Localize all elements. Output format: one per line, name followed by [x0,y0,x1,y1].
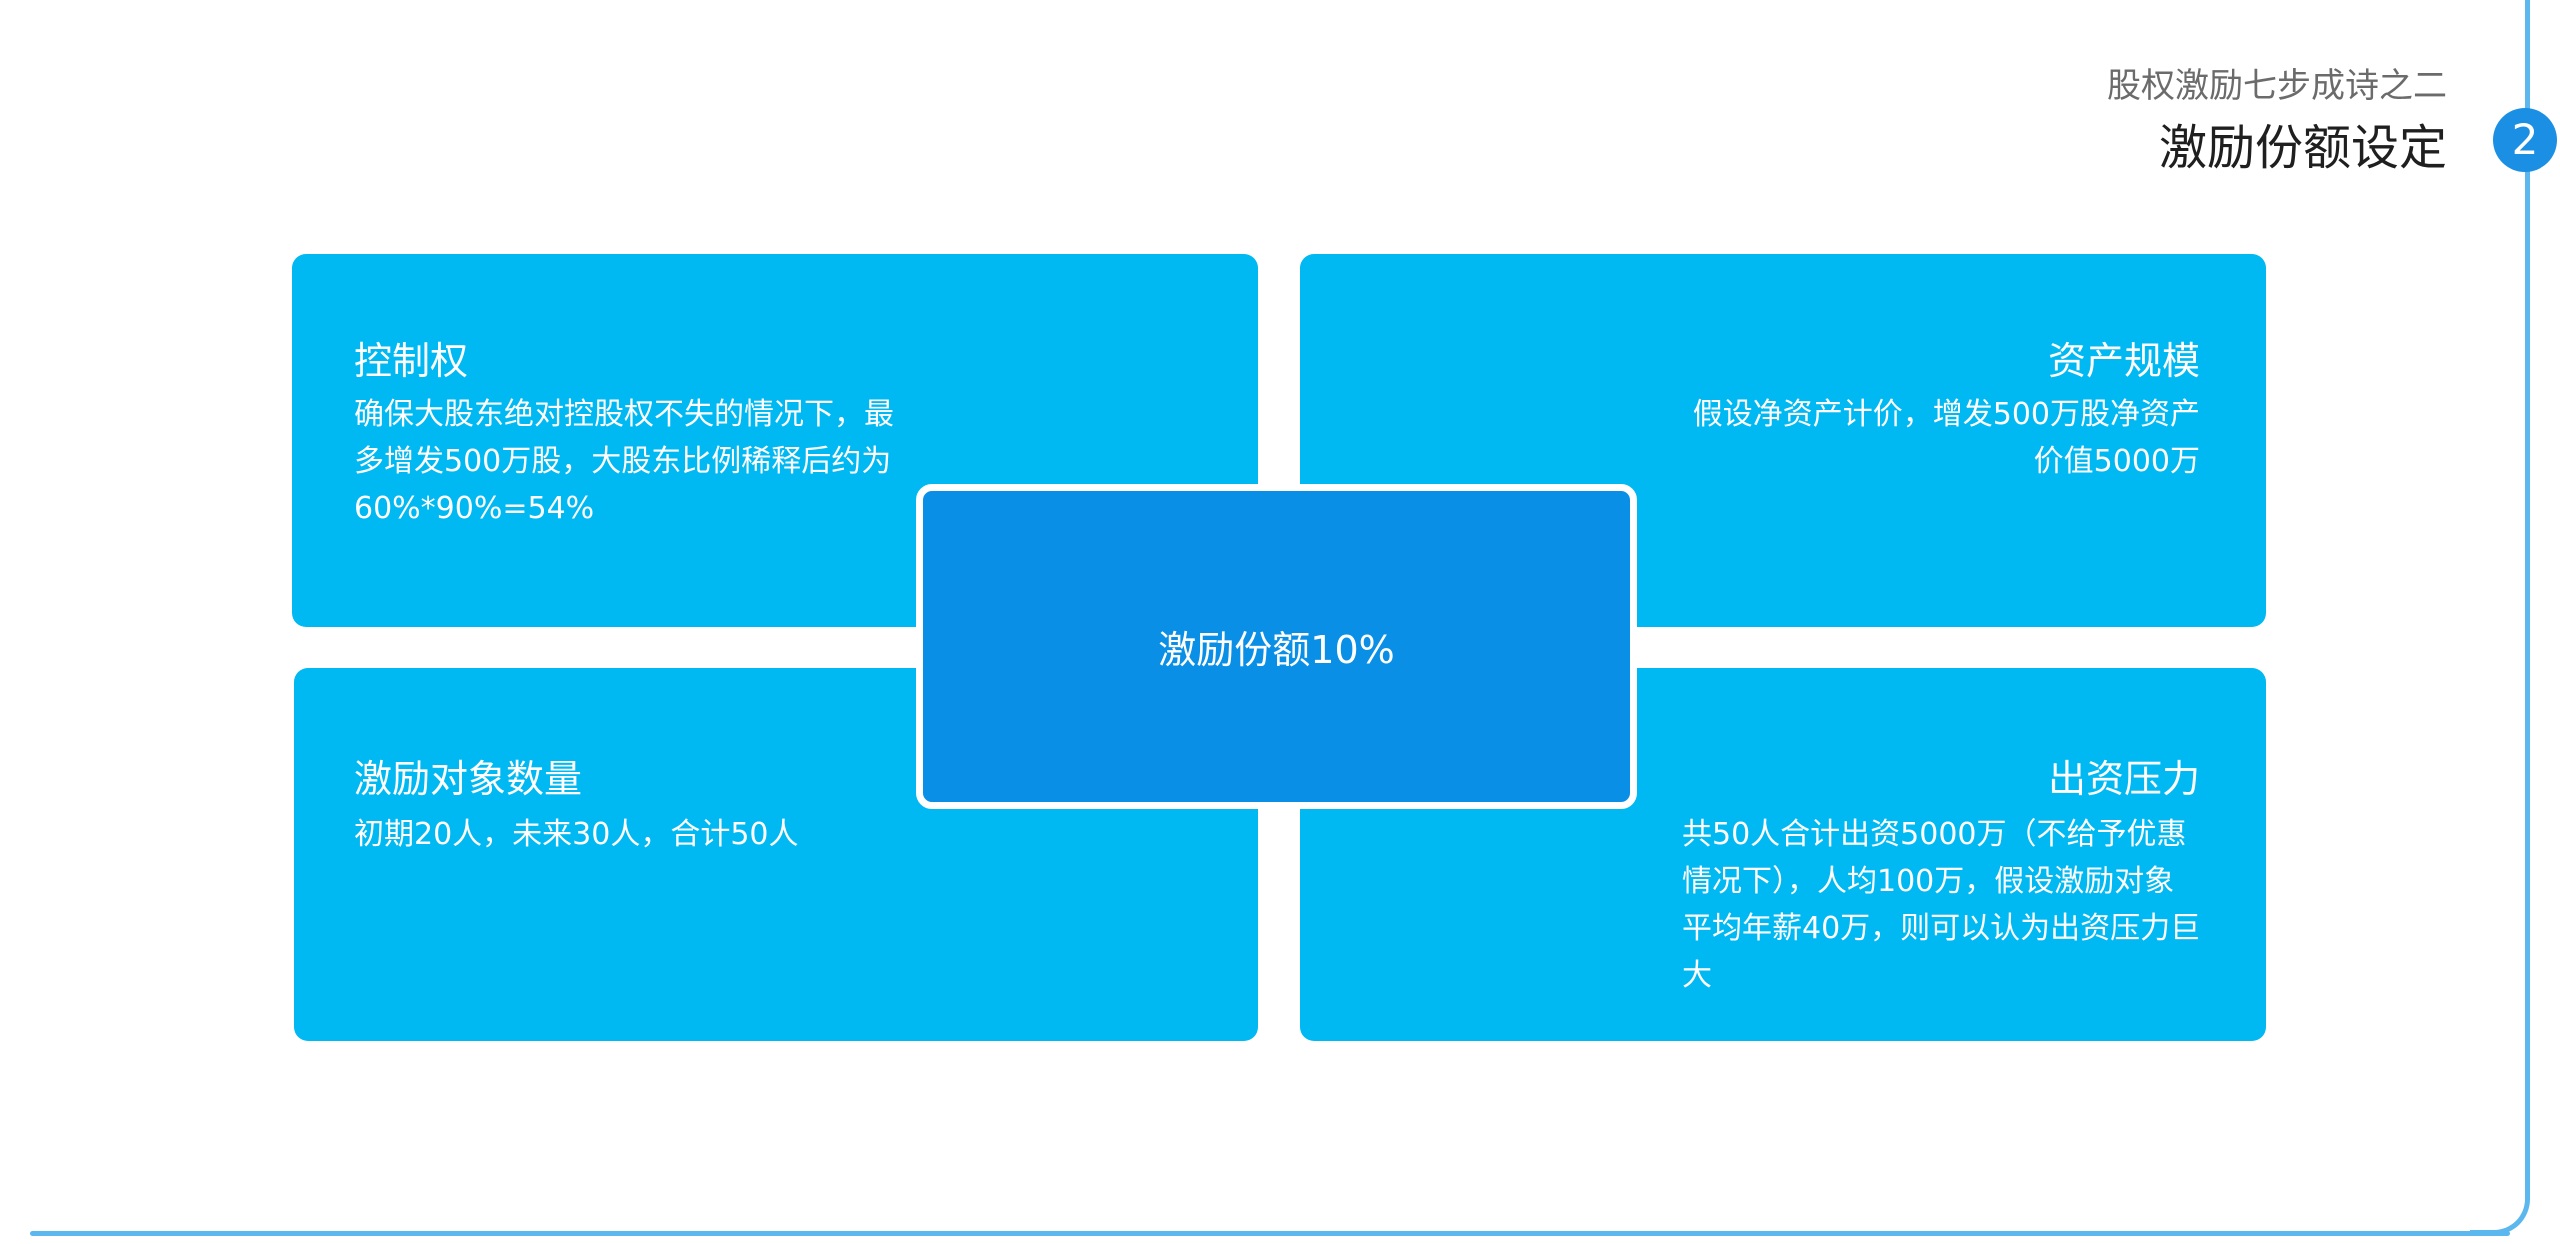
card-title: 控制权 [354,339,469,383]
card-control-rights: 控制权 确保大股东绝对控股权不失的情况下，最多增发500万股，大股东比例稀释后约… [292,254,1258,627]
card-title: 出资压力 [2047,757,2200,801]
card-body: 初期20人，未来30人，合计50人 [354,817,799,852]
page-frame-right [2470,0,2530,1235]
card-body: 假设净资产计价，增发500万股净资产价值5000万 [1692,397,2200,479]
card-title: 资产规模 [2047,339,2200,383]
step-number-badge: 2 [2493,108,2557,172]
card-body: 确保大股东绝对控股权不失的情况下，最多增发500万股，大股东比例稀释后约为60%… [354,397,894,526]
page-frame-bottom [30,1231,2510,1236]
card-body: 共50人合计出资5000万（不给予优惠情况下），人均100万，假设激励对象平均年… [1682,817,2201,993]
series-subtitle: 股权激励七步成诗之二 [2107,66,2447,106]
page-title: 激励份额设定 [2158,120,2447,176]
card-funding-pressure: 出资压力 共50人合计出资5000万（不给予优惠情况下），人均100万，假设激励… [1300,668,2266,1041]
card-title: 激励对象数量 [354,757,583,801]
incentive-share-box: 激励份额10% [916,484,1637,809]
incentive-share-label: 激励份额10% [1158,628,1395,672]
